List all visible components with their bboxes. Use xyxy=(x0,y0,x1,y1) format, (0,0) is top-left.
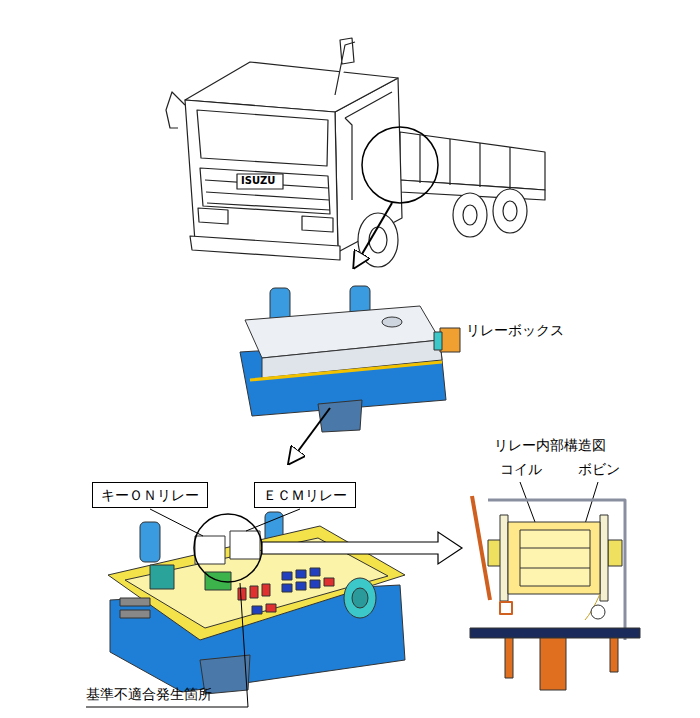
relay-box-closed xyxy=(440,328,460,352)
relay-box-open xyxy=(120,598,150,606)
truck-drawing xyxy=(190,236,340,260)
relay-box-open xyxy=(324,578,334,586)
relay-box-open xyxy=(140,522,160,562)
part-label: リレーボックス xyxy=(466,321,564,339)
relay-internal-drawing xyxy=(470,496,640,690)
relay-box-closed xyxy=(434,332,442,350)
relay-box-closed xyxy=(250,362,442,380)
relay-box-open xyxy=(352,588,368,608)
relay-internal-drawing xyxy=(488,500,625,640)
relay-internal-drawing xyxy=(500,515,508,601)
relay-box-open xyxy=(262,584,270,596)
truck-drawing xyxy=(166,92,185,128)
relay-box-closed xyxy=(262,340,442,378)
relay-internal-drawing xyxy=(608,540,622,566)
leader-line xyxy=(520,482,535,522)
relay-internal-drawing xyxy=(520,530,590,586)
truck-drawing xyxy=(200,168,330,214)
relay-box-open xyxy=(150,565,174,589)
relay-internal-drawing xyxy=(500,602,512,614)
pointer-arrow xyxy=(290,408,330,462)
truck-drawing xyxy=(463,205,477,225)
relay-box-open xyxy=(282,584,292,592)
part-label: ボビン xyxy=(578,460,620,478)
relay-internal-drawing xyxy=(505,638,513,678)
relay-box-open xyxy=(296,582,306,590)
leader-line xyxy=(246,509,300,531)
relay-box-open xyxy=(230,531,260,559)
relay-box-open xyxy=(344,578,376,618)
relay-callout-box: キーＯＮリレー xyxy=(92,482,208,508)
relay-box-closed xyxy=(382,317,402,327)
brand-mark: ISUZU xyxy=(241,175,275,187)
leader-line xyxy=(150,509,203,536)
truck-drawing xyxy=(369,227,387,253)
pointer-arrow xyxy=(355,203,392,266)
truck-drawing xyxy=(503,201,517,221)
relay-box-open xyxy=(252,606,262,614)
zoom-arrow xyxy=(262,532,462,564)
relay-internal-drawing xyxy=(472,496,490,600)
truck-drawing xyxy=(185,100,338,252)
leader-line xyxy=(86,583,248,707)
relay-box-open xyxy=(250,586,258,598)
relay-box-open xyxy=(282,572,292,580)
relay-internal-drawing xyxy=(540,638,566,690)
truck-drawing xyxy=(453,193,487,237)
truck-drawing xyxy=(197,110,328,166)
truck-drawing xyxy=(166,38,545,267)
part-label: コイル xyxy=(500,460,542,478)
relay-box-open xyxy=(266,604,276,612)
relay-box-open xyxy=(296,570,306,578)
relay-box-open xyxy=(108,512,405,694)
truck-drawing xyxy=(237,174,283,189)
truck-drawing xyxy=(302,216,333,232)
relay-box-open xyxy=(238,588,246,600)
truck-drawing xyxy=(335,38,355,95)
truck-drawing xyxy=(345,92,392,200)
callout-label: キーＯＮリレー xyxy=(101,486,199,504)
truck-drawing xyxy=(198,208,228,224)
relay-internal-drawing xyxy=(508,522,600,594)
truck-drawing xyxy=(493,189,527,233)
highlight-circle xyxy=(362,127,438,203)
part-label: 基準不適合発生箇所 xyxy=(86,685,212,703)
relay-internal-drawing xyxy=(470,628,640,638)
relay-internal-drawing xyxy=(610,638,618,672)
relay-box-closed xyxy=(240,286,460,432)
relay-box-open xyxy=(120,610,150,618)
relay-internal-drawing xyxy=(600,515,608,601)
truck-drawing xyxy=(420,135,510,189)
relay-box-open xyxy=(310,568,320,576)
relay-box-open xyxy=(195,536,225,564)
truck-drawing xyxy=(358,213,398,267)
relay-callout-box: ＥＣＭリレー xyxy=(254,482,356,508)
relay-internal-drawing xyxy=(591,605,605,619)
highlight-circle xyxy=(194,514,262,582)
part-label: リレー内部構造図 xyxy=(494,436,606,454)
relay-box-open xyxy=(310,580,320,588)
relay-internal-drawing xyxy=(520,548,590,568)
callout-label: ＥＣＭリレー xyxy=(263,486,347,504)
